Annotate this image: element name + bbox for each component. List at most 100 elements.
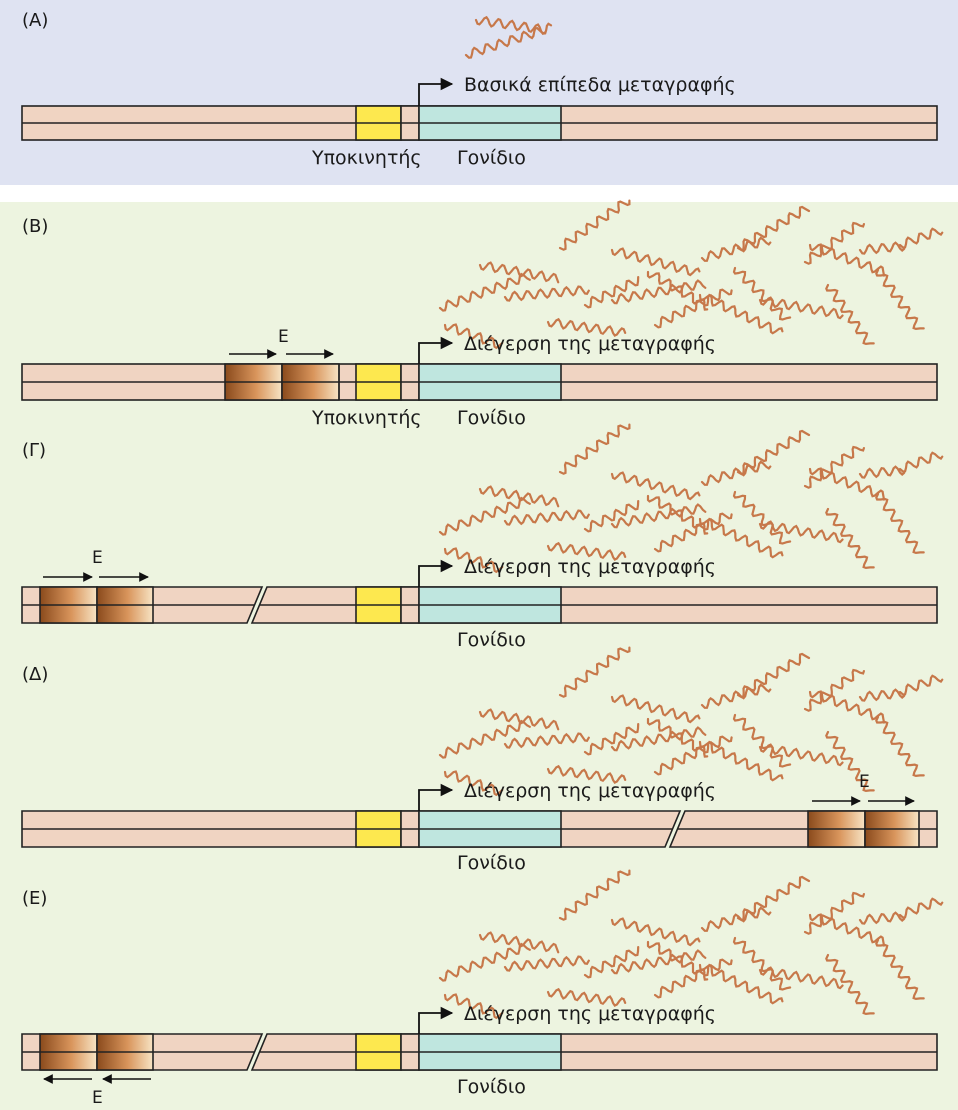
mrna-wave <box>803 221 865 265</box>
mrna-wave <box>808 243 886 277</box>
mrna-wave <box>503 955 590 972</box>
dna-strand-left <box>21 1033 264 1071</box>
mrna-wave <box>898 451 944 473</box>
mrna-wave <box>736 205 811 252</box>
mrna-wave <box>732 713 792 768</box>
mrna-wave <box>558 869 631 921</box>
mrna-wave <box>610 726 707 752</box>
mrna-transcripts <box>438 199 944 350</box>
mrna-wave <box>858 911 906 925</box>
dna-strand-left <box>21 810 682 848</box>
dna-strand-right <box>250 586 938 624</box>
mrna-wave <box>758 520 844 544</box>
mrna-wave <box>808 467 886 501</box>
panel-label: (Δ) <box>22 664 48 685</box>
mrna-wave <box>503 732 590 749</box>
gene-label: Γονίδιο <box>457 629 526 651</box>
mrna-wave <box>610 247 701 277</box>
mrna-wave <box>478 708 560 731</box>
mrna-wave <box>438 942 531 982</box>
dna-strand-left <box>21 586 264 624</box>
mrna-wave <box>438 496 531 536</box>
stimulation-label: Διέγερση της μεταγραφής <box>464 780 716 802</box>
mrna-wave <box>583 276 640 309</box>
panel-c: (Γ) E Διέγερση της μεταγραφής Γονίδιο <box>21 423 944 651</box>
mrna-wave <box>858 688 906 702</box>
mrna-wave <box>610 694 701 724</box>
mrna-wave <box>610 917 701 947</box>
mrna-wave <box>478 931 560 954</box>
mrna-wave <box>478 261 560 284</box>
mrna-wave <box>503 509 590 526</box>
mrna-wave <box>700 236 772 262</box>
mrna-wave <box>898 227 944 249</box>
mrna-wave <box>732 936 792 991</box>
mrna-wave <box>875 938 925 1001</box>
mrna-wave <box>503 285 590 302</box>
mrna-wave <box>558 646 631 698</box>
mrna-wave <box>803 891 865 935</box>
enhancer-label: E <box>92 548 103 568</box>
dna-strand-right <box>250 1033 938 1071</box>
transcription-start-arrow <box>418 336 454 364</box>
mrna-wave <box>898 674 944 696</box>
transcription-start-arrow <box>418 77 454 106</box>
mrna-wave <box>653 288 733 329</box>
mrna-wave <box>803 668 865 712</box>
mrna-wave <box>464 22 553 59</box>
mrna-wave <box>443 770 504 797</box>
panel-a: (A) Βασικά επίπεδα μεταγραφής Υποκινητής… <box>21 10 938 169</box>
gene-label: Γονίδιο <box>457 147 526 169</box>
panel-b: (B) E Διέγερση της μεταγραφής Υποκινητής… <box>21 199 944 429</box>
mrna-wave <box>653 512 733 553</box>
mrna-transcripts <box>438 423 944 574</box>
mrna-wave <box>825 283 875 346</box>
mrna-wave <box>875 268 925 331</box>
mrna-wave <box>583 723 640 756</box>
mrna-wave <box>825 953 875 1016</box>
stimulation-label: Διέγερση της μεταγραφής <box>464 1003 716 1025</box>
mrna-wave <box>698 517 784 559</box>
mrna-wave <box>736 875 811 922</box>
mrna-wave <box>583 500 640 533</box>
mrna-wave <box>898 897 944 919</box>
mrna-wave <box>758 966 844 990</box>
mrna-wave <box>825 507 875 570</box>
mrna-wave <box>474 15 546 36</box>
mrna-wave <box>558 199 631 251</box>
panel-a-background <box>0 0 958 185</box>
dna-strand <box>21 363 938 401</box>
mrna-wave <box>610 279 707 305</box>
panels-b-to-e-background <box>0 202 958 1110</box>
mrna-wave <box>758 743 844 767</box>
mrna-wave <box>808 913 886 947</box>
mrna-wave <box>732 266 792 321</box>
mrna-wave <box>736 652 811 699</box>
enhancer-label: E <box>92 1088 103 1108</box>
mrna-wave <box>546 764 627 785</box>
mrna-wave <box>875 492 925 555</box>
dna-strand-right <box>668 810 938 848</box>
mrna-wave <box>825 730 875 793</box>
mrna-wave <box>443 323 504 350</box>
gene-label: Γονίδιο <box>457 407 526 429</box>
mrna-wave <box>546 317 627 338</box>
mrna-wave <box>732 490 792 545</box>
mrna-wave <box>700 460 772 486</box>
transcription-level-label: Βασικά επίπεδα μεταγραφής <box>464 74 736 96</box>
mrna-transcripts <box>438 646 944 797</box>
gene-label: Γονίδιο <box>457 852 526 874</box>
mrna-wave <box>698 293 784 335</box>
mrna-wave <box>698 740 784 782</box>
dna-strand <box>21 105 938 141</box>
promoter-label: Υποκινητής <box>311 147 422 169</box>
mrna-wave <box>478 485 560 508</box>
gene-label: Γονίδιο <box>457 1076 526 1098</box>
stimulation-label: Διέγερση της μεταγραφής <box>464 333 716 355</box>
mrna-wave <box>653 958 733 999</box>
mrna-wave <box>803 445 865 489</box>
enhancer-label: E <box>859 772 870 792</box>
mrna-wave <box>610 949 707 975</box>
mrna-wave <box>438 272 531 312</box>
